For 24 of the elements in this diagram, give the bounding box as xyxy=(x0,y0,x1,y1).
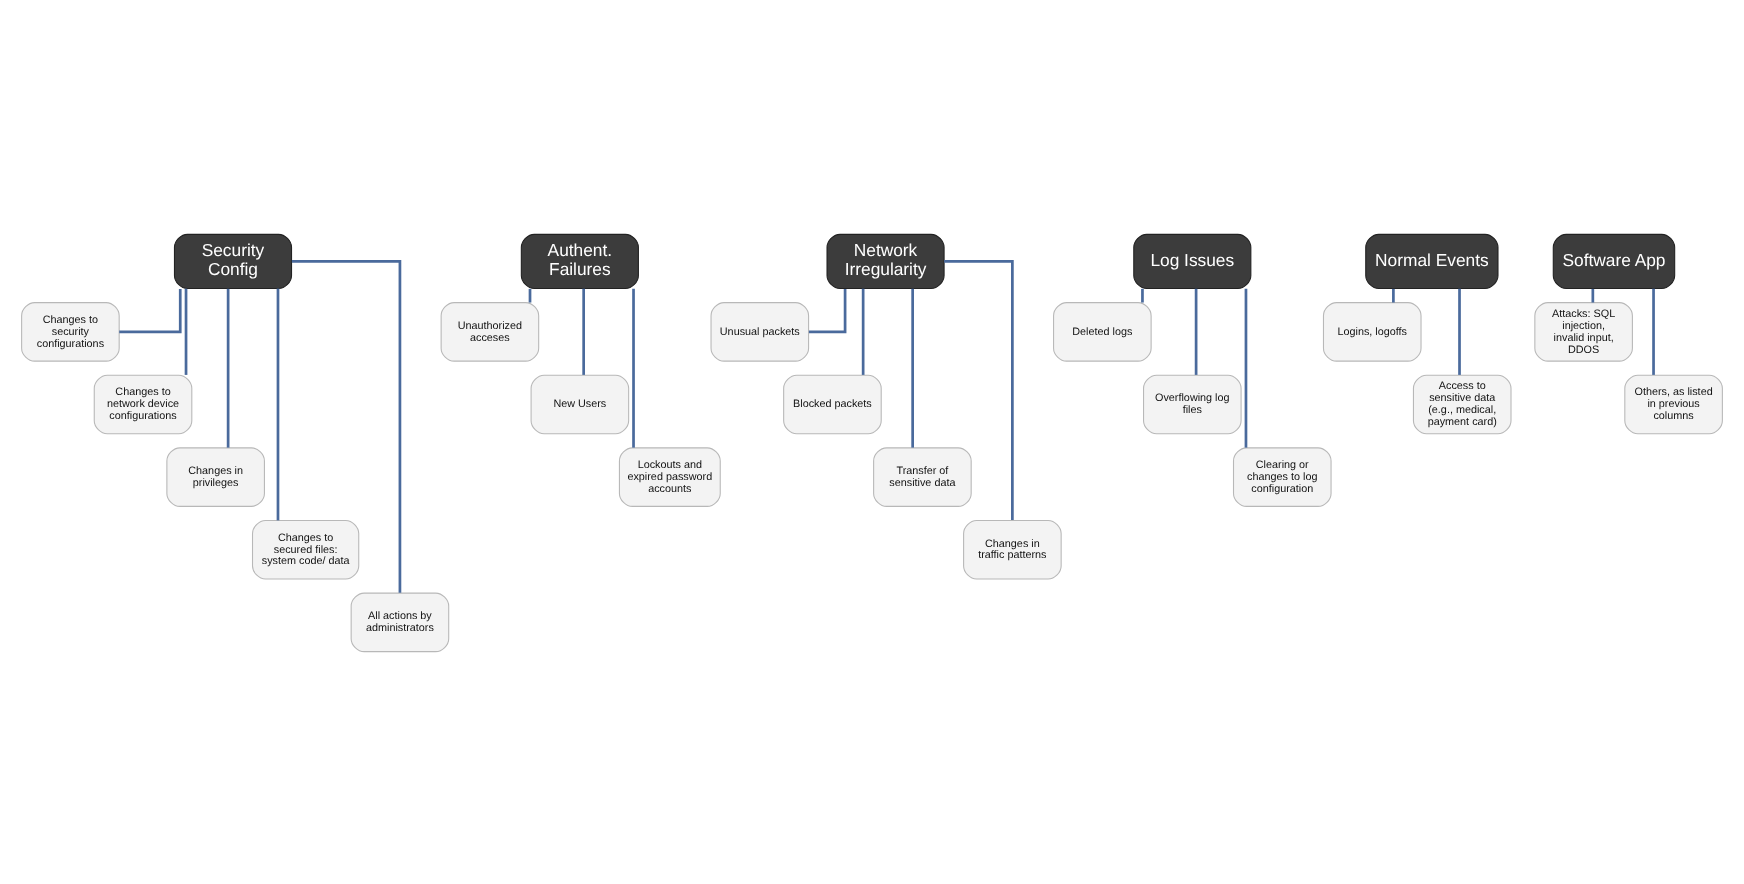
connector xyxy=(1392,287,1395,302)
connector xyxy=(226,287,230,447)
connector xyxy=(861,287,865,374)
connector xyxy=(1591,287,1595,302)
connector xyxy=(1652,287,1655,374)
node-box: Security Config xyxy=(173,232,293,289)
connector xyxy=(808,287,847,333)
connector xyxy=(632,287,635,447)
connector xyxy=(184,287,188,374)
connector xyxy=(291,259,402,592)
connector xyxy=(1141,287,1144,302)
connector xyxy=(119,287,182,333)
connector xyxy=(911,287,914,447)
connector xyxy=(1458,287,1461,374)
node-box: Network Irregularity xyxy=(826,232,945,289)
connector xyxy=(944,259,1014,519)
connector xyxy=(582,287,585,374)
node-box: Authent. Failures xyxy=(520,232,639,289)
connector xyxy=(1244,287,1248,447)
node-box: Normal Events xyxy=(1365,232,1499,289)
connector xyxy=(1194,287,1198,374)
node-box: Log Issues xyxy=(1133,232,1252,289)
node-box: Software App xyxy=(1552,232,1676,289)
connector xyxy=(276,287,280,520)
